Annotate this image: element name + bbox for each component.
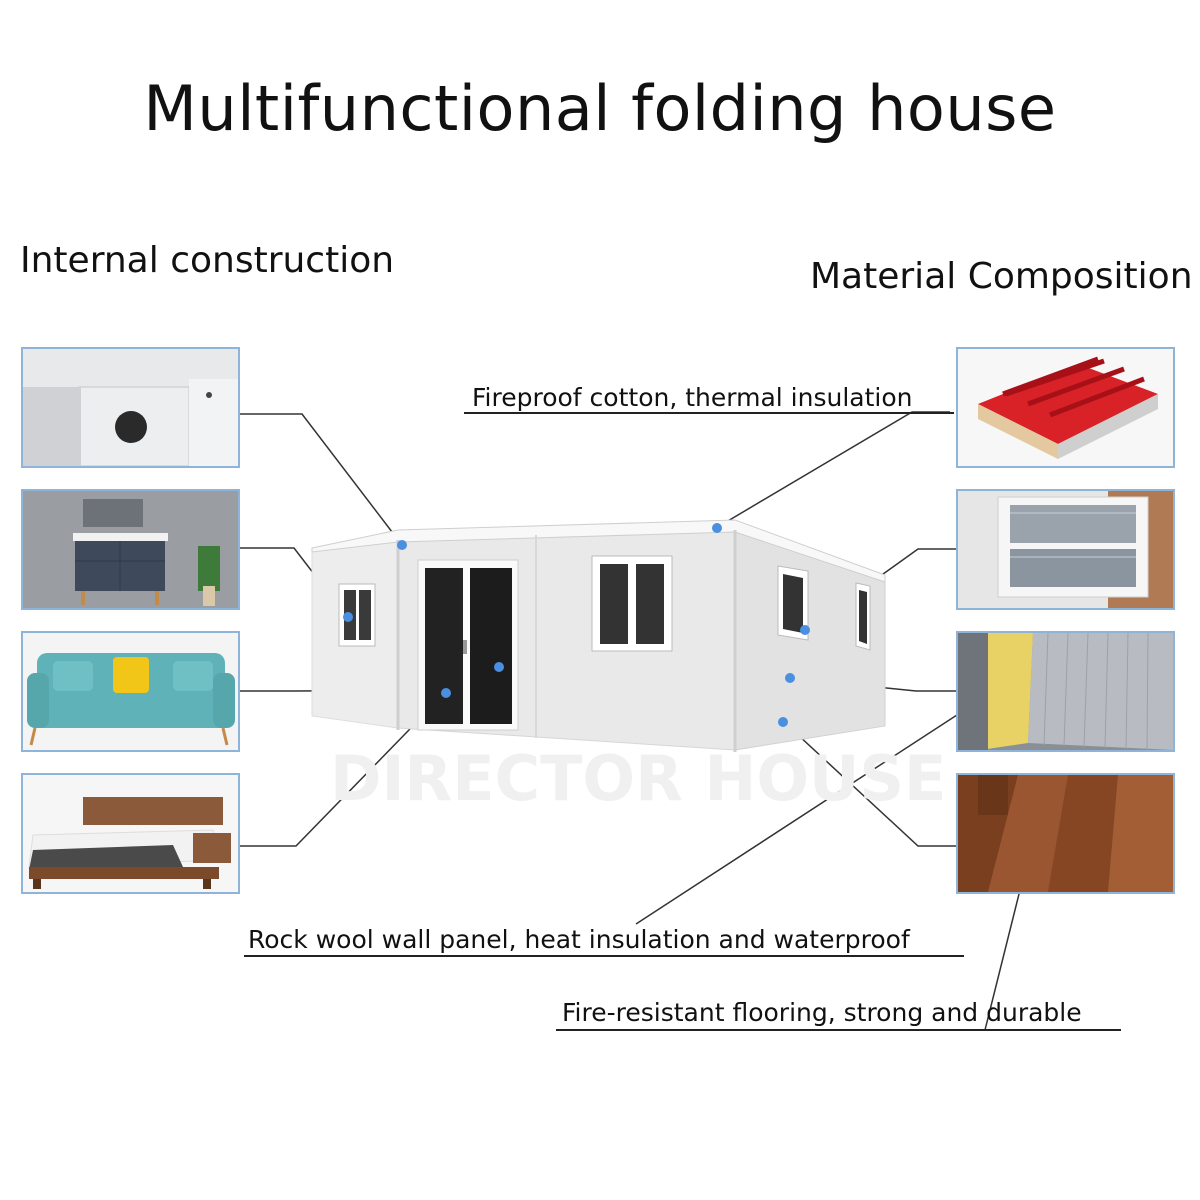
sofa-photo xyxy=(21,631,240,752)
marker-dot xyxy=(778,717,788,727)
leader-flooring xyxy=(984,869,1026,1031)
rock-wool-panel-photo xyxy=(956,631,1175,752)
callout-fireproof: Fireproof cotton, thermal insulation xyxy=(472,383,913,412)
callout-flooring-underline xyxy=(556,1029,1121,1031)
leader-rockwool-lower xyxy=(635,699,981,925)
leader-bed xyxy=(240,692,446,847)
callout-flooring: Fire-resistant flooring, strong and dura… xyxy=(562,998,1082,1027)
callout-rockwool-underline xyxy=(244,955,964,957)
callout-rockwool: Rock wool wall panel, heat insulation an… xyxy=(248,925,910,954)
marker-dot xyxy=(343,612,353,622)
internal-construction-heading: Internal construction xyxy=(20,240,395,281)
bathroom-cabinet-photo xyxy=(21,489,240,610)
material-composition-heading: Material Composition xyxy=(810,256,1193,297)
marker-dot xyxy=(785,673,795,683)
marker-dot xyxy=(712,523,722,533)
marker-dot xyxy=(494,662,504,672)
callout-fireproof-underline xyxy=(464,412,954,414)
bed-photo xyxy=(21,773,240,894)
window-frame-photo xyxy=(956,489,1175,610)
marker-dot xyxy=(800,625,810,635)
red-sandwich-panel-photo xyxy=(956,347,1175,468)
wall-panel-photo xyxy=(21,347,240,468)
leader-floor xyxy=(783,721,956,847)
leader-wall-panel xyxy=(240,413,403,546)
wood-floor-photo xyxy=(956,773,1175,894)
watermark-text: DIRECTOR HOUSE xyxy=(330,742,946,815)
page-title: Multifunctional folding house xyxy=(143,72,1057,145)
marker-dot xyxy=(397,540,407,550)
marker-dot xyxy=(441,688,451,698)
